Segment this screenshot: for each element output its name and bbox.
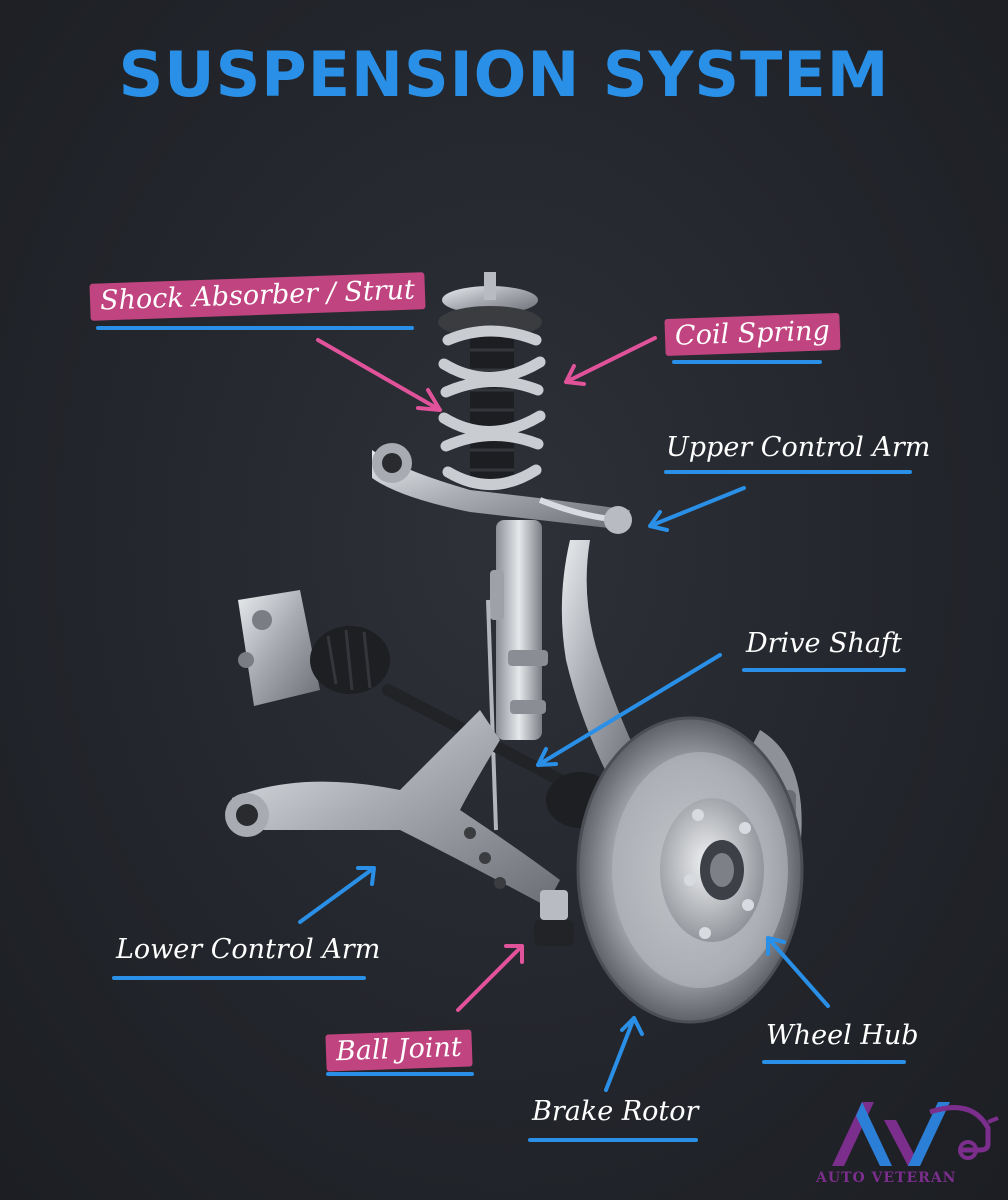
label-drive-shaft: Drive Shaft bbox=[746, 628, 902, 659]
arrow-ball-joint bbox=[456, 944, 524, 1012]
strut-body bbox=[490, 520, 548, 740]
label-lower-control-arm: Lower Control Arm bbox=[116, 934, 381, 965]
label-wheel-hub: Wheel Hub bbox=[766, 1020, 919, 1051]
arrow-upper-arm bbox=[648, 486, 746, 532]
arrow-shock bbox=[316, 338, 442, 412]
underline-wheel-hub bbox=[762, 1060, 906, 1064]
coil-spring bbox=[438, 325, 546, 490]
wheel-hub bbox=[660, 798, 764, 942]
ball-joint bbox=[534, 890, 574, 946]
label-coil-spring: Coil Spring bbox=[664, 312, 841, 357]
underline-lower-arm bbox=[112, 976, 366, 980]
label-brake-rotor: Brake Rotor bbox=[532, 1096, 699, 1127]
underline-upper-arm bbox=[664, 470, 912, 474]
underline-drive-shaft bbox=[742, 668, 906, 672]
arrow-lower-arm bbox=[298, 866, 376, 924]
label-ball-joint: Ball Joint bbox=[325, 1029, 473, 1072]
upper-control-arm bbox=[372, 443, 632, 534]
auto-veteran-logo bbox=[832, 1102, 999, 1166]
arrow-coil bbox=[564, 336, 657, 386]
underline-ball-joint bbox=[326, 1072, 474, 1076]
lower-control-arm bbox=[225, 710, 560, 906]
logo-text: AUTO VETERAN bbox=[816, 1170, 957, 1186]
underline-coil bbox=[672, 360, 822, 364]
arrow-wheel-hub bbox=[766, 936, 830, 1008]
arrow-brake-rotor bbox=[604, 1016, 644, 1092]
arrow-drive-shaft bbox=[536, 653, 722, 767]
sway-link bbox=[486, 599, 498, 831]
underline-shock bbox=[96, 326, 414, 330]
label-upper-control-arm: Upper Control Arm bbox=[666, 432, 931, 463]
page-title: SUSPENSION SYSTEM bbox=[118, 38, 890, 111]
steering-knuckle bbox=[561, 540, 640, 780]
underline-brake-rotor bbox=[528, 1138, 698, 1142]
